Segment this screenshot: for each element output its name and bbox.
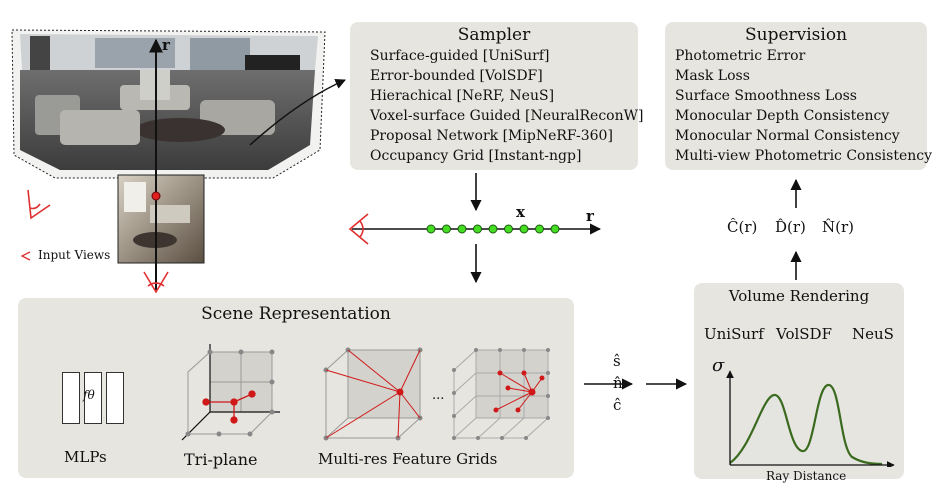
supervision-item: Monocular Depth Consistency [675, 108, 890, 124]
ray-samples [352, 223, 602, 235]
sampler-item: Hierachical [NeRF, NeuS] [370, 88, 555, 104]
input-view-photo [117, 174, 205, 264]
ray-sample-point [473, 224, 482, 234]
volume-title: Volume Rendering [728, 287, 870, 305]
supervision-box: Supervision Photometric Error Mask Loss … [665, 22, 932, 170]
legend-camera-icon [20, 251, 31, 261]
mlp-diagram: fθ [62, 372, 126, 424]
room-scene-image [11, 29, 326, 179]
predicted-sdf: ŝ [613, 352, 621, 370]
supervision-item: Mask Loss [675, 68, 750, 84]
grid-ellipsis: ... [432, 388, 445, 403]
ray-camera-icon [348, 213, 369, 245]
supervision-item: Monocular Normal Consistency [675, 128, 900, 144]
ray-sample-x-label: x [516, 203, 525, 221]
supervision-item: Multi-view Photometric Consistency [675, 148, 933, 164]
sampler-title: Sampler [457, 25, 531, 45]
ray-sample-point [535, 224, 544, 234]
volume-method: UniSurf [704, 325, 764, 343]
ray-r-label: r [586, 207, 594, 225]
triplane-diagram [181, 344, 280, 441]
rendered-depth: D̂(r) [775, 218, 806, 236]
volume-rendering-box: Volume Rendering UniSurf VolSDF NeuS σ R… [694, 283, 904, 483]
ray-sample-point [457, 224, 467, 234]
rendered-color: Ĉ(r) [727, 218, 758, 236]
ray-sample-point [442, 224, 451, 234]
ray-sample-point [519, 224, 529, 234]
volume-method: NeuS [852, 325, 894, 343]
mlp-label: MLPs [64, 448, 107, 466]
sampler-item: Proposal Network [MipNeRF-360] [370, 128, 613, 144]
scene-title: Scene Representation [201, 304, 391, 324]
feature-grid-fine [452, 348, 550, 440]
ray-sample-point [488, 224, 498, 234]
predicted-normal: n̂ [613, 374, 623, 392]
feature-grid-coarse [323, 347, 423, 441]
triplane-label: Tri-plane [184, 450, 258, 469]
input-camera-icon [27, 189, 51, 220]
mlp-symbol: fθ [83, 388, 95, 402]
sampler-item: Error-bounded [VolSDF] [370, 68, 543, 84]
scene-representation-box: Scene Representation fθ MLPs [18, 298, 574, 478]
ray-sample-point [504, 224, 513, 234]
volume-method: VolSDF [776, 325, 832, 343]
sampler-box: Sampler Surface-guided [UniSurf] Error-b… [350, 22, 643, 170]
ray-distance-label: Ray Distance [766, 469, 847, 483]
rendered-normal: N̂(r) [822, 218, 854, 236]
sampler-item: Voxel-surface Guided [NeuralReconW] [370, 108, 644, 124]
camera-icon [143, 271, 169, 294]
room-to-sampler-arrow [249, 79, 346, 146]
grids-label: Multi-res Feature Grids [318, 450, 498, 468]
ray-sample-point [426, 224, 436, 234]
pixel-sample-point [151, 191, 161, 201]
predicted-color: ĉ [613, 396, 622, 414]
sampler-item: Occupancy Grid [Instant-ngp] [370, 148, 582, 164]
supervision-title: Supervision [744, 25, 848, 45]
supervision-item: Photometric Error [675, 48, 806, 64]
supervision-item: Surface Smoothness Loss [675, 88, 857, 104]
density-plot [726, 370, 895, 467]
ray-sample-point [550, 224, 560, 234]
input-views-label: Input Views [38, 248, 111, 262]
sampler-item: Surface-guided [UniSurf] [370, 48, 550, 64]
camera-ray-label: r [162, 36, 170, 54]
sigma-label: σ [712, 355, 725, 376]
